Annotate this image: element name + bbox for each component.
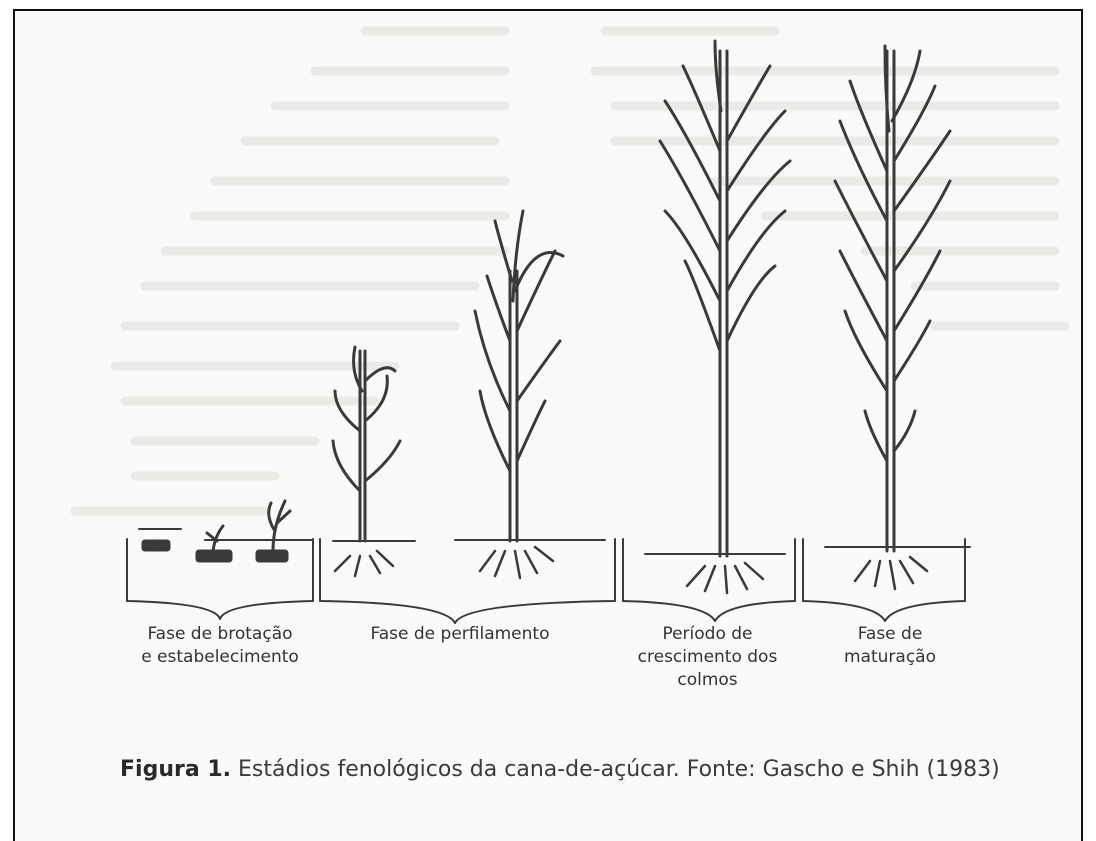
figure-frame: Fase de brotação e estabelecimento Fase … bbox=[13, 9, 1083, 841]
stage-label-stalk-growth: Período de crescimento dos colmos bbox=[615, 623, 800, 692]
stage-3-plant bbox=[660, 41, 790, 593]
stage-brackets bbox=[127, 539, 965, 623]
figure-caption: Figura 1. Estádios fenológicos da cana-d… bbox=[120, 755, 1020, 785]
sugarcane-stages-illustration bbox=[15, 11, 1081, 711]
stage-label-tillering: Fase de perfilamento bbox=[345, 623, 575, 646]
bleed-through bbox=[75, 31, 1065, 511]
stage-label-maturation: Fase de maturação bbox=[805, 623, 975, 669]
figure-number: Figura 1. bbox=[120, 757, 231, 782]
stage-2-plant bbox=[475, 211, 563, 578]
caption-text: Estádios fenológicos da cana-de-açúcar. … bbox=[231, 757, 1000, 782]
stage-4-plant bbox=[835, 46, 950, 589]
stage-label-sprouting: Fase de brotação e estabelecimento bbox=[120, 623, 320, 669]
